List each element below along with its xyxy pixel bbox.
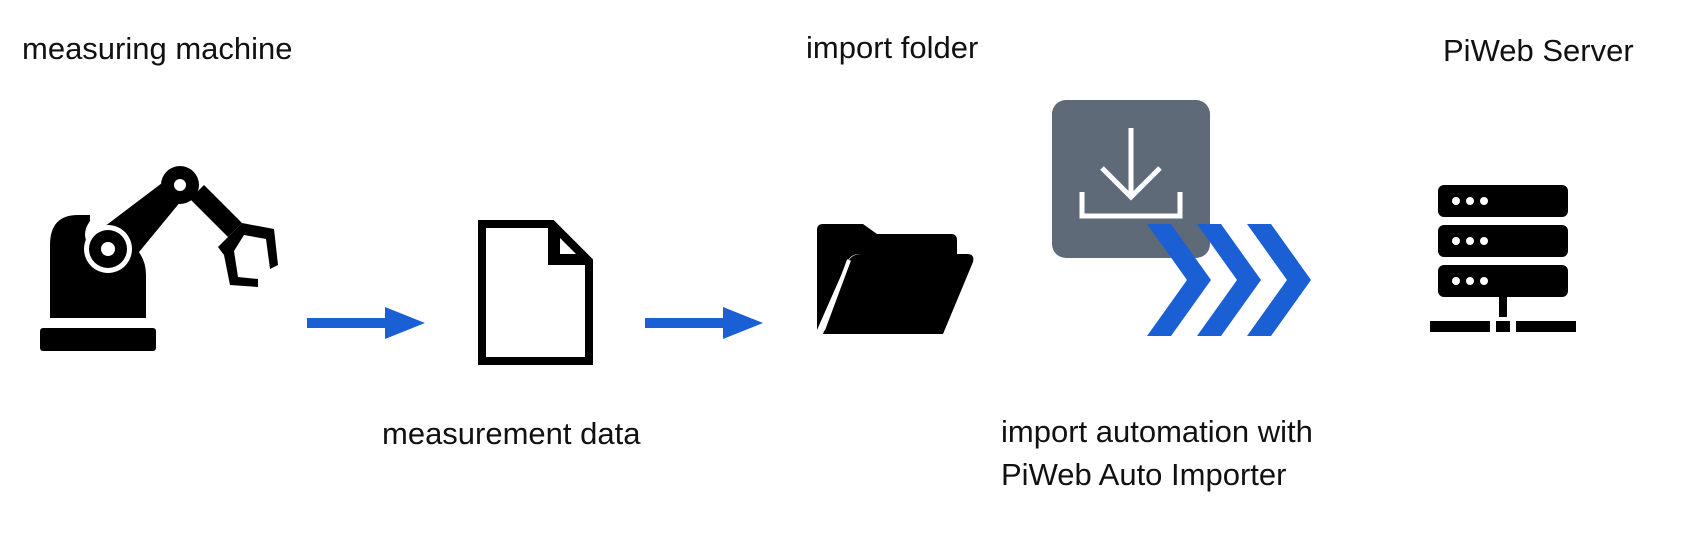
- triple-chevron-right-icon: [1147, 224, 1311, 336]
- arrow-right-icon: [645, 307, 763, 339]
- robot-arm-icon: [40, 166, 278, 351]
- import-automation-line2: PiWeb Auto Importer: [1001, 457, 1287, 493]
- import-folder-label: import folder: [806, 30, 979, 65]
- measurement-data-label: measurement data: [382, 416, 641, 451]
- download-icon: [1052, 100, 1210, 258]
- open-folder-icon: [817, 224, 974, 334]
- measuring-machine-label: measuring machine: [22, 31, 293, 66]
- piweb-server-label: PiWeb Server: [1443, 33, 1634, 68]
- import-automation-line1: import automation with: [1001, 414, 1313, 449]
- import-automation-label: import automation with PiWeb Auto Import…: [1001, 410, 1313, 497]
- document-icon: [478, 220, 593, 365]
- arrow-right-icon: [307, 307, 425, 339]
- server-rack-icon: [1430, 185, 1576, 332]
